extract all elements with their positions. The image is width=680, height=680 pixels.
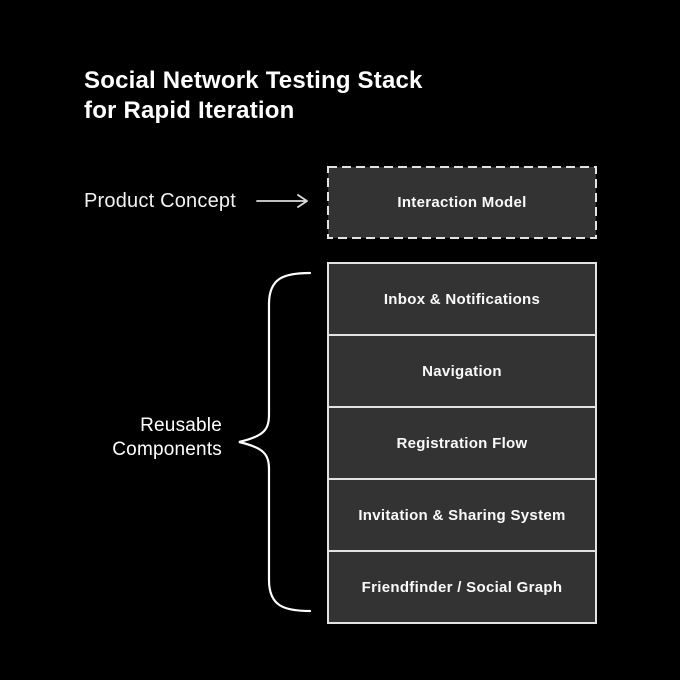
curly-brace-icon [238,271,312,613]
stack-item-invitation-sharing: Invitation & Sharing System [327,478,597,552]
stack-item-friendfinder-social-graph: Friendfinder / Social Graph [327,550,597,624]
stack-item-registration-flow: Registration Flow [327,406,597,480]
page-title: Social Network Testing Stack for Rapid I… [84,67,423,124]
interaction-model-box: Interaction Model [327,166,597,239]
stack-item-navigation: Navigation [327,334,597,408]
interaction-model-label: Interaction Model [397,194,527,211]
arrow-right-icon [256,194,308,208]
components-stack: Inbox & Notifications Navigation Registr… [327,262,597,624]
reusable-components-label: Reusable Components [112,415,222,460]
dashed-border [327,166,597,239]
product-concept-label: Product Concept [84,190,236,212]
stack-item-inbox-notifications: Inbox & Notifications [327,262,597,336]
